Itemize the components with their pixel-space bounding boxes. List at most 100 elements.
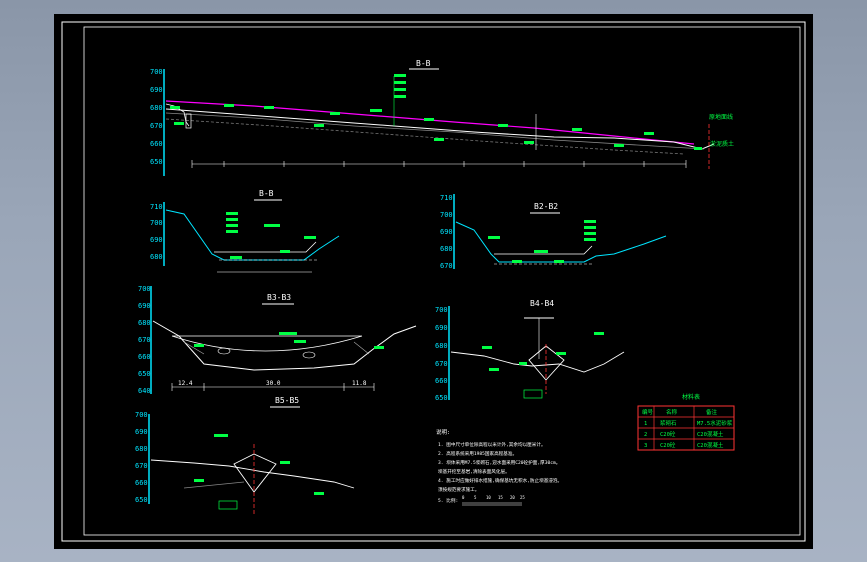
level-marker	[498, 124, 508, 127]
s3-dim-label: 11.8	[352, 380, 367, 387]
s5-stratum	[183, 481, 245, 489]
s3-structure	[171, 335, 363, 352]
s3-rock	[217, 347, 231, 355]
level-marker	[264, 106, 274, 109]
cad-drawing: 700 690 680 670 660 650 B-B	[61, 21, 806, 542]
notes-line: 4. 施工时应做好排水措施,确保基坑无积水,防止坝基浸泡。	[438, 477, 562, 484]
s2-tick-label: 690	[440, 228, 453, 236]
s5-dam-body	[233, 453, 277, 493]
level-marker	[330, 112, 340, 115]
s5-tick-label: 670	[135, 462, 148, 470]
material-table: 材料表 编号 名称 备注 1 浆砌石 M7.5水泥砂浆 2 C20砼 C20混凝…	[637, 393, 735, 451]
scale-tick: 15	[498, 495, 503, 500]
drawing-sheet: 700 690 680 670 660 650 B-B	[54, 14, 813, 549]
s1-tick-label: 690	[150, 236, 163, 244]
s5-callout-box	[218, 500, 238, 510]
s3-hatch	[183, 341, 370, 355]
design-line	[165, 100, 695, 145]
table-header: 名称	[666, 408, 678, 416]
right-label-2: 淤泥质土	[710, 140, 734, 148]
s5-tick-label: 680	[135, 445, 148, 453]
notes-title: 说明:	[436, 428, 450, 436]
level-marker	[174, 122, 184, 125]
level-marker	[644, 132, 654, 135]
s5-tick-label: 690	[135, 428, 148, 436]
level-marker	[394, 95, 406, 98]
table-cell: C20砼	[660, 430, 676, 438]
s4-callout-box	[523, 389, 543, 399]
level-marker	[524, 141, 534, 144]
s5-ground	[150, 459, 355, 489]
section-b-b: 710 700 690 680 B-B	[150, 189, 340, 273]
table-cell: 3	[644, 443, 647, 449]
scale-tick: 25	[520, 495, 525, 500]
level-marker	[394, 88, 406, 91]
level-marker	[394, 81, 406, 84]
s5-title: B5-B5	[275, 396, 299, 405]
table-cell: M7.5水泥砂浆	[697, 419, 733, 427]
s3-tick-label: 700	[138, 285, 151, 293]
s3-tick-label: 650	[138, 370, 151, 378]
table-cell: C20混凝土	[697, 441, 724, 449]
s2-ground	[455, 221, 667, 263]
stratum-line	[165, 112, 705, 150]
s4-ground	[450, 351, 625, 373]
table-header: 备注	[706, 408, 718, 416]
s4-title: B4-B4	[530, 299, 554, 308]
level-marker	[424, 118, 434, 121]
right-label: 原地面线	[709, 113, 733, 121]
s3-tick-label: 660	[138, 353, 151, 361]
s3-dim-label: 12.4	[178, 380, 193, 387]
s2-tick-label: 680	[440, 245, 453, 253]
main-tick-label: 690	[150, 86, 163, 94]
main-tick-label: 670	[150, 122, 163, 130]
s4-tick-label: 660	[435, 377, 448, 385]
s3-tick-label: 670	[138, 336, 151, 344]
s2-tick-label: 700	[440, 211, 453, 219]
stratum-line	[165, 118, 685, 155]
main-title: B-B	[416, 59, 431, 68]
s1-ground	[165, 209, 340, 261]
notes-line: 3. 坝体采用M7.5浆砌石,迎水面采用C20砼护面,厚30cm。	[438, 459, 560, 466]
scale-tick: 20	[510, 495, 515, 500]
table-cell: 1	[644, 421, 647, 427]
section-b4-b4: 700 690 680 670 660 650 B4-B4	[435, 299, 625, 402]
s2-tick-label: 670	[440, 262, 453, 270]
s4-tick-label: 650	[435, 394, 448, 402]
notes-line: 坝基开挖至基岩,清除表面风化层。	[438, 468, 510, 475]
level-marker	[224, 104, 234, 107]
s3-dim-label: 30.0	[266, 380, 281, 387]
notes-line: 须按规范要求施工。	[438, 486, 479, 493]
main-tick-label: 660	[150, 140, 163, 148]
s2-title: B2-B2	[534, 202, 558, 211]
s4-tick-label: 680	[435, 342, 448, 350]
inner-frame	[83, 26, 801, 536]
main-profile: 700 690 680 670 660 650 B-B	[150, 59, 734, 176]
scale-tick: 5	[474, 495, 477, 500]
level-marker	[314, 124, 324, 127]
s2-tick-label: 710	[440, 194, 453, 202]
s4-dam-body	[528, 345, 565, 381]
section-b2-b2: 710 700 690 680 670 B2-B2	[440, 194, 667, 270]
s3-tick-label: 690	[138, 302, 151, 310]
s3-tick-label: 640	[138, 387, 151, 395]
s1-tick-label: 710	[150, 203, 163, 211]
outer-frame	[61, 21, 806, 542]
s5-tick-label: 650	[135, 496, 148, 504]
ground-line	[165, 108, 715, 150]
scale-tick: 0	[462, 495, 465, 500]
table-title: 材料表	[682, 393, 700, 401]
table-cell: C20混凝土	[697, 430, 724, 438]
table-header: 编号	[642, 408, 654, 416]
s5-tick-label: 660	[135, 479, 148, 487]
level-marker	[170, 106, 180, 109]
section-b3-b3: 700 690 680 670 660 650 640 B3-B3	[138, 285, 417, 395]
notes-line: 2. 高程系统采用1985国家高程基准。	[438, 450, 517, 457]
table-cell: C20砼	[660, 441, 676, 449]
main-tick-label: 650	[150, 158, 163, 166]
s1-tick-label: 680	[150, 253, 163, 261]
end-structure	[165, 103, 190, 127]
s3-rock	[302, 351, 316, 359]
level-marker	[370, 109, 382, 112]
s4-tick-label: 670	[435, 360, 448, 368]
